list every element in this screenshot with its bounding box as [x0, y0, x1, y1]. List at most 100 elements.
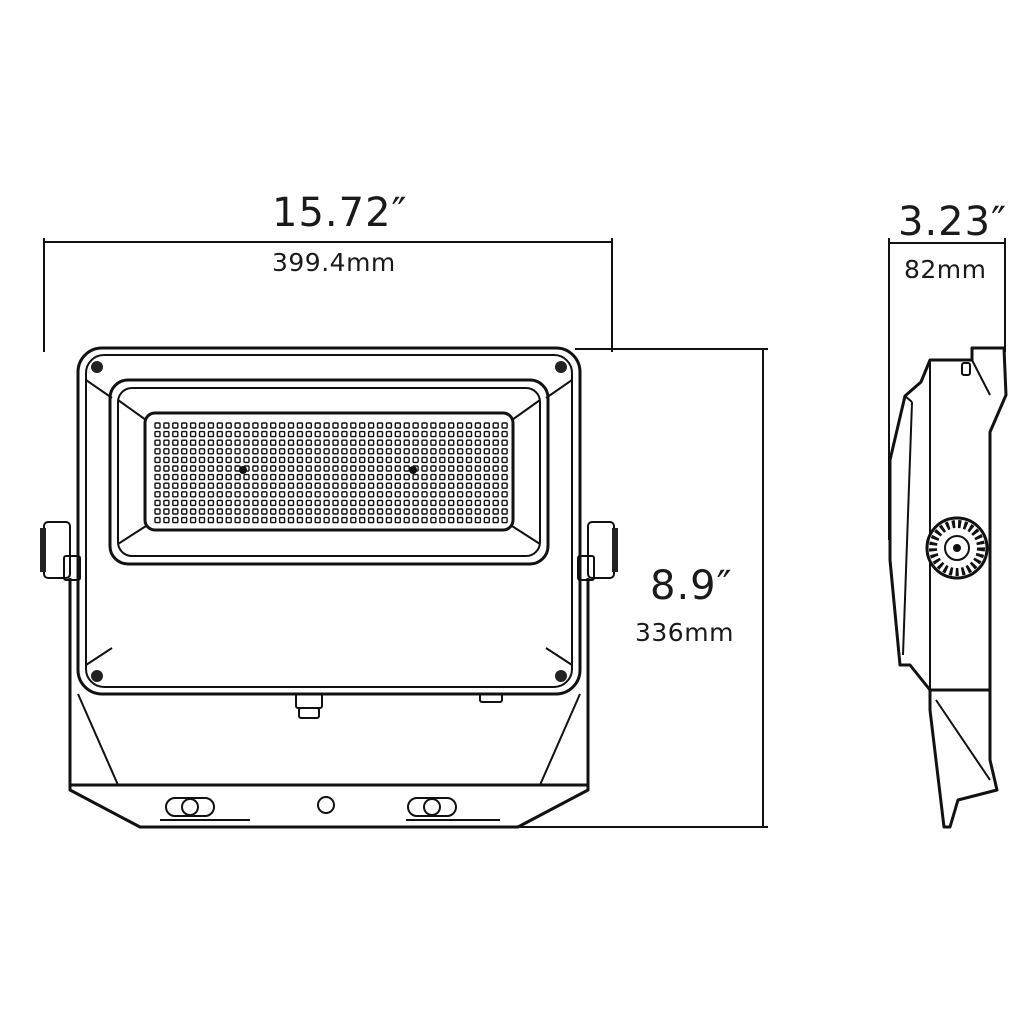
led-dot: [189, 491, 197, 498]
led-dot: [465, 508, 473, 515]
led-dot: [430, 465, 437, 472]
led-dot: [421, 422, 428, 429]
led-dot: [198, 465, 206, 472]
led-dot: [278, 448, 286, 455]
led-dot: [412, 499, 419, 507]
led-dot: [448, 430, 455, 438]
led-dot: [448, 482, 455, 489]
led-dot: [305, 499, 312, 507]
mount-knob-left: [40, 521, 81, 581]
led-dot: [474, 491, 482, 498]
led-dot: [287, 491, 295, 498]
led-dot: [180, 491, 188, 498]
led-dot: [465, 430, 473, 438]
led-dot: [261, 465, 268, 472]
led-dot: [403, 491, 410, 498]
led-dot: [261, 482, 268, 489]
led-dot: [252, 516, 259, 524]
led-dot: [287, 516, 295, 524]
led-dot: [376, 448, 384, 455]
led-dot: [501, 422, 508, 429]
led-dot: [492, 473, 499, 481]
height-mm-label: 336mm: [635, 618, 734, 647]
led-dot: [278, 430, 286, 438]
led-dot: [501, 508, 508, 515]
led-dot: [207, 499, 215, 507]
led-dot: [305, 430, 312, 438]
led-dot: [216, 516, 224, 524]
led-dot: [492, 439, 499, 446]
led-dot: [403, 456, 410, 464]
led-dot: [350, 439, 357, 446]
led-dot: [287, 499, 295, 507]
led-dot: [448, 491, 455, 498]
led-dot: [350, 422, 357, 429]
led-dot: [180, 499, 188, 507]
led-dot: [483, 473, 490, 481]
led-dot: [234, 482, 241, 489]
led-dot: [456, 422, 464, 429]
led-dot: [278, 439, 286, 446]
led-dot: [278, 491, 286, 498]
led-dot: [359, 448, 366, 455]
led-dot: [261, 430, 268, 438]
led-dot: [448, 465, 455, 472]
led-dot: [430, 482, 437, 489]
led-dot: [287, 430, 295, 438]
led-dot: [261, 508, 268, 515]
led-array: [154, 422, 508, 524]
led-dot: [403, 448, 410, 455]
led-dot: [225, 473, 232, 481]
led-dot: [341, 508, 348, 515]
led-dot: [198, 499, 206, 507]
led-dot: [394, 473, 401, 481]
led-dot: [225, 491, 232, 498]
led-dot: [172, 422, 179, 429]
led-dot: [465, 456, 473, 464]
led-dot: [216, 430, 224, 438]
led-dot: [189, 422, 197, 429]
led-dot: [376, 491, 384, 498]
led-dot: [376, 482, 384, 489]
led-dot: [350, 491, 357, 498]
led-dot: [278, 499, 286, 507]
led-dot: [359, 482, 366, 489]
led-dot: [163, 499, 170, 507]
led-dot: [252, 473, 259, 481]
led-dot: [323, 439, 330, 446]
led-dot: [430, 508, 437, 515]
led-dot: [394, 465, 401, 472]
led-dot: [376, 516, 384, 524]
led-dot: [501, 516, 508, 524]
led-dot: [501, 439, 508, 446]
led-dot: [359, 430, 366, 438]
led-dot: [172, 516, 179, 524]
led-dot: [198, 482, 206, 489]
adjust-knob-icon: [925, 516, 989, 580]
led-dot: [341, 439, 348, 446]
led-dot: [492, 508, 499, 515]
led-dot: [492, 456, 499, 464]
led-dot: [501, 430, 508, 438]
led-dot: [172, 482, 179, 489]
led-dot: [225, 499, 232, 507]
led-dot: [350, 499, 357, 507]
led-dot: [270, 422, 277, 429]
led-dot: [341, 482, 348, 489]
led-dot: [172, 473, 179, 481]
led-dot: [341, 430, 348, 438]
led-dot: [385, 439, 393, 446]
led-dot: [270, 516, 277, 524]
led-dot: [287, 482, 295, 489]
led-dot: [270, 439, 277, 446]
led-dot: [270, 430, 277, 438]
led-dot: [448, 439, 455, 446]
led-dot: [394, 482, 401, 489]
led-dot: [172, 499, 179, 507]
led-dot: [341, 491, 348, 498]
led-dot: [439, 482, 446, 489]
led-dot: [243, 499, 250, 507]
led-dot: [350, 473, 357, 481]
led-dot: [296, 516, 304, 524]
led-dot: [394, 430, 401, 438]
